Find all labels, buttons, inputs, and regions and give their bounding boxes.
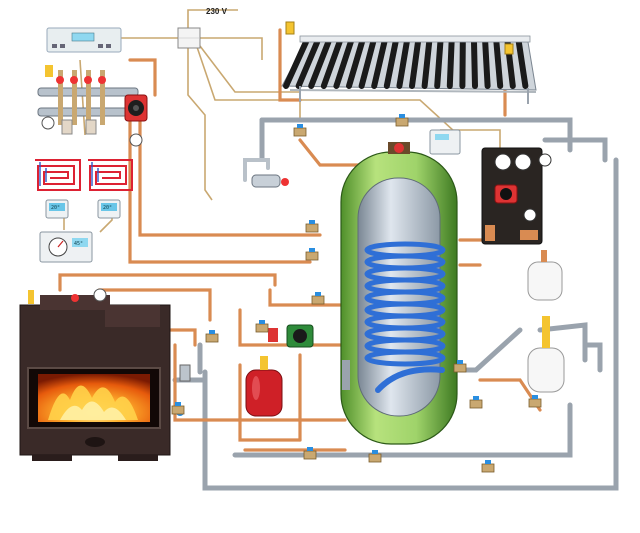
mixing-faucet-icon <box>243 158 289 188</box>
valve-icon <box>205 330 219 343</box>
valves-group <box>171 114 542 473</box>
hot-water-tank-icon <box>340 142 458 445</box>
expansion-vessel-icon <box>245 356 283 417</box>
vacuum-tube <box>515 39 529 89</box>
vacuum-tube <box>346 39 365 89</box>
solar-expansion-vessel-icon <box>527 250 563 301</box>
vacuum-tube <box>371 39 388 89</box>
vacuum-tube <box>409 39 421 89</box>
vacuum-tube <box>358 39 377 89</box>
vacuum-tube <box>493 39 504 89</box>
valve-icon <box>303 447 317 460</box>
underfloor-manifold-icon <box>37 65 139 135</box>
valve-icon <box>311 292 325 305</box>
controller-display: 45° <box>74 241 83 247</box>
electric-cables <box>63 9 501 233</box>
vacuum-tube <box>333 39 354 89</box>
solar-collector-icon <box>281 21 537 104</box>
thermostat-left-display: 20° <box>51 205 60 211</box>
valve-icon <box>453 360 467 373</box>
sanitary-expansion-vessel-icon <box>527 316 565 393</box>
vacuum-tube <box>320 39 343 89</box>
tank-circulation-pump-icon <box>268 324 314 348</box>
vacuum-tube <box>308 39 332 89</box>
hot-water-pipes <box>58 28 542 452</box>
valve-icon <box>469 396 483 409</box>
valve-icon <box>528 395 542 408</box>
junction-box-icon <box>177 27 201 49</box>
control-box-icon <box>46 27 122 53</box>
valve-icon <box>305 248 319 261</box>
vacuum-tube <box>446 39 455 89</box>
vacuum-tube <box>434 39 444 89</box>
vacuum-tube <box>396 39 410 89</box>
tank-thermostat-icon <box>429 129 461 155</box>
circulation-pump-icon <box>124 94 148 147</box>
fireplace-icon <box>19 288 191 461</box>
underfloor-coils <box>35 159 133 191</box>
vacuum-tube <box>383 39 399 89</box>
vacuum-tube <box>421 39 433 89</box>
room-thermostat-right: 20° <box>97 199 121 219</box>
vacuum-tube <box>283 39 309 89</box>
pump-station-icon <box>481 147 552 245</box>
vacuum-tube <box>471 39 478 89</box>
vacuum-tube <box>295 39 321 89</box>
power-label: 230 V <box>206 7 228 16</box>
valve-icon <box>293 124 307 137</box>
thermostat-right-display: 20° <box>103 205 112 211</box>
wall-controller-icon: 45° <box>39 231 93 263</box>
vacuum-tube <box>482 39 491 89</box>
valve-icon <box>481 460 495 473</box>
valve-icon <box>255 320 269 333</box>
heat-exchanger-coil-turn <box>364 349 446 367</box>
valve-icon <box>368 450 382 463</box>
valve-icon <box>395 114 409 127</box>
valve-icon <box>305 220 319 233</box>
valve-icon <box>171 402 185 415</box>
room-thermostat-left: 20° <box>45 199 69 219</box>
